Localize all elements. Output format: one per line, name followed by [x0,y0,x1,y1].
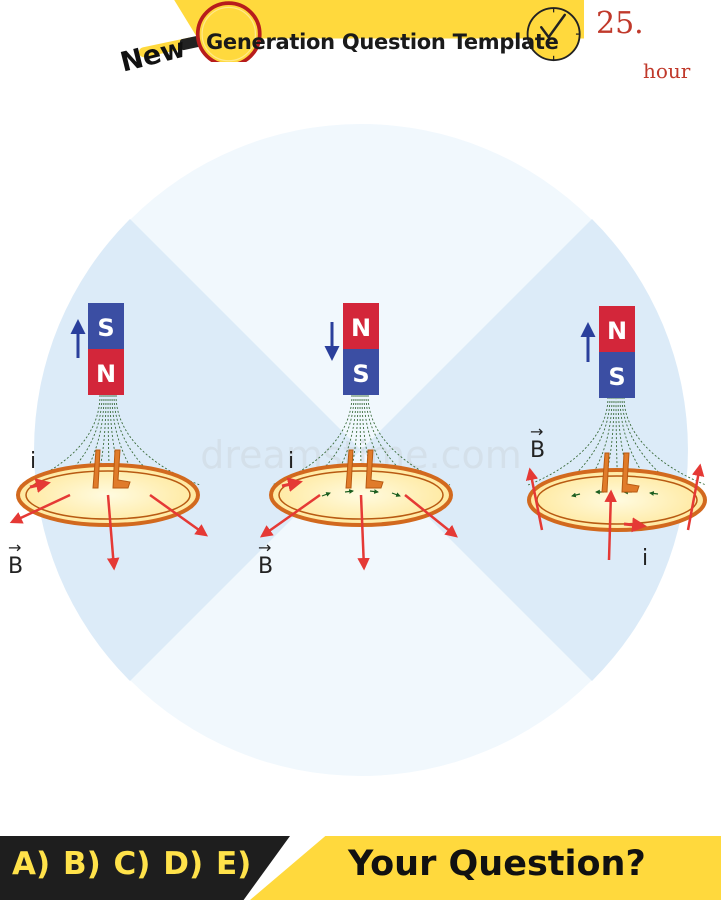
page-title: Generation Question Template [206,30,559,54]
panel-2: N S i B → [258,303,458,579]
induction-diagram: dreamstime.com S N [8,124,707,776]
field-vector-2: → [258,538,271,557]
magnet-1-bottom-pole: N [96,360,116,388]
header-band [138,0,585,62]
field-vector-1: → [8,538,21,557]
field-label-3: B [530,438,545,463]
magnet-1-top-pole: S [97,314,114,342]
answer-choices: A) B) C) D) E) [12,846,252,882]
current-label-1: i [30,449,36,474]
field-label-2: B [258,554,273,579]
magnet-2-bottom-pole: S [352,360,369,388]
field-vector-3: → [530,422,543,441]
magnet-2-top-pole: N [351,314,371,342]
clock-number: 25. [596,6,644,41]
field-label-1: B [8,554,23,579]
current-label-2: i [288,449,294,474]
panel-3: N S i B → [525,306,707,571]
current-label-3: i [642,546,648,571]
question-prompt: Your Question? [348,844,646,884]
footer-question-band [250,836,721,900]
footer-answer-band [0,836,290,900]
clock-unit: hour [643,59,691,83]
magnet-3-top-pole: N [607,317,627,345]
panel-1: S N i B → [8,303,209,579]
magnet-3-bottom-pole: S [608,363,625,391]
